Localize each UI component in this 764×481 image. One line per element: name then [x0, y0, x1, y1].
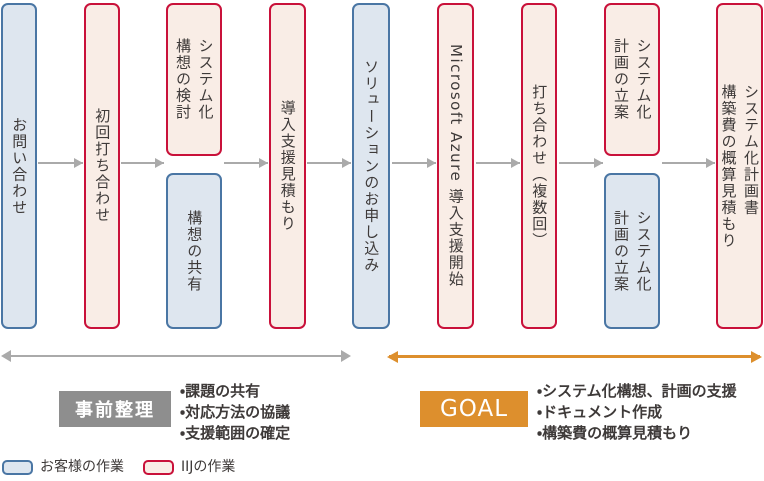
pre-phase-bullet-list: ・課題の共有 ・対応方法の協議 ・支援範囲の確定: [180, 381, 290, 444]
flow-arrow-3: [224, 158, 268, 168]
flow-step-deliverables-label: システム化計画書 構築費の概算見積もり: [719, 83, 761, 249]
flow-step-plan-draft-customer-label: システム化 計画の立案: [612, 209, 653, 293]
goal-phase-range-arrow: [389, 355, 760, 358]
legend-label-customer: お客様の作業: [40, 459, 124, 475]
flow-step-concept-share: 構想の共有: [166, 173, 222, 329]
pre-phase-bullet-1: ・課題の共有: [180, 382, 261, 400]
flow-step-azure-support-start: Microsoft Azure 導入支援開始: [437, 3, 474, 329]
flow-step-support-estimate: 導入支援見積もり: [269, 3, 306, 329]
flow-step-concept-share-label: 構想の共有: [185, 209, 204, 293]
flow-step-concept-review: システム化 構想の検討: [166, 3, 222, 156]
flow-step-plan-draft-iij-label: システム化 計画の立案: [612, 38, 653, 121]
flow-step-solution-apply: ソリューションのお申し込み: [352, 3, 390, 329]
legend-label-iij: IIJの作業: [181, 459, 236, 475]
goal-phase-bullet-1: ・システム化構想、計画の支援: [537, 382, 737, 400]
flow-step-deliverables: システム化計画書 構築費の概算見積もり: [716, 3, 763, 329]
flow-arrow-1: [38, 158, 83, 168]
flow-arrow-4: [307, 158, 351, 168]
flow-step-support-estimate-label: 導入支援見積もり: [278, 100, 297, 232]
flow-step-solution-apply-label: ソリューションのお申し込み: [362, 58, 381, 274]
legend-swatch-iij: [143, 460, 174, 475]
flow-step-meetings: 打ち合わせ（複数回）: [521, 3, 557, 329]
flow-step-inquiry-label: お問い合わせ: [10, 116, 29, 216]
flow-step-inquiry: お問い合わせ: [1, 3, 37, 329]
flow-step-concept-review-label: システム化 構想の検討: [174, 38, 215, 121]
flow-arrow-2: [121, 158, 164, 168]
flow-step-meetings-label: 打ち合わせ（複数回）: [530, 83, 549, 249]
flow-arrow-8: [662, 158, 715, 168]
pre-phase-label: 事前整理: [59, 391, 171, 427]
flow-step-plan-draft-customer: システム化 計画の立案: [604, 173, 660, 329]
pre-phase-bullet-2: ・対応方法の協議: [180, 403, 291, 421]
pre-phase-bullet-3: ・支援範囲の確定: [180, 424, 291, 442]
flow-step-azure-support-start-label: Microsoft Azure 導入支援開始: [446, 44, 465, 288]
flow-step-first-meeting: 初回打ち合わせ: [84, 3, 120, 329]
flow-arrow-6: [476, 158, 520, 168]
flow-arrow-5: [392, 158, 436, 168]
flow-arrow-7: [559, 158, 603, 168]
goal-phase-bullet-3: ・構築費の概算見積もり: [537, 424, 693, 442]
legend-swatch-customer: [2, 460, 33, 475]
goal-phase-bullet-list: ・システム化構想、計画の支援 ・ドキュメント作成 ・構築費の概算見積もり: [537, 381, 737, 444]
goal-phase-bullet-2: ・ドキュメント作成: [537, 403, 663, 421]
pre-phase-range-arrow: [3, 355, 349, 357]
flow-step-plan-draft-iij: システム化 計画の立案: [604, 3, 660, 156]
goal-phase-label: GOAL: [420, 391, 528, 427]
flow-step-first-meeting-label: 初回打ち合わせ: [93, 108, 112, 224]
